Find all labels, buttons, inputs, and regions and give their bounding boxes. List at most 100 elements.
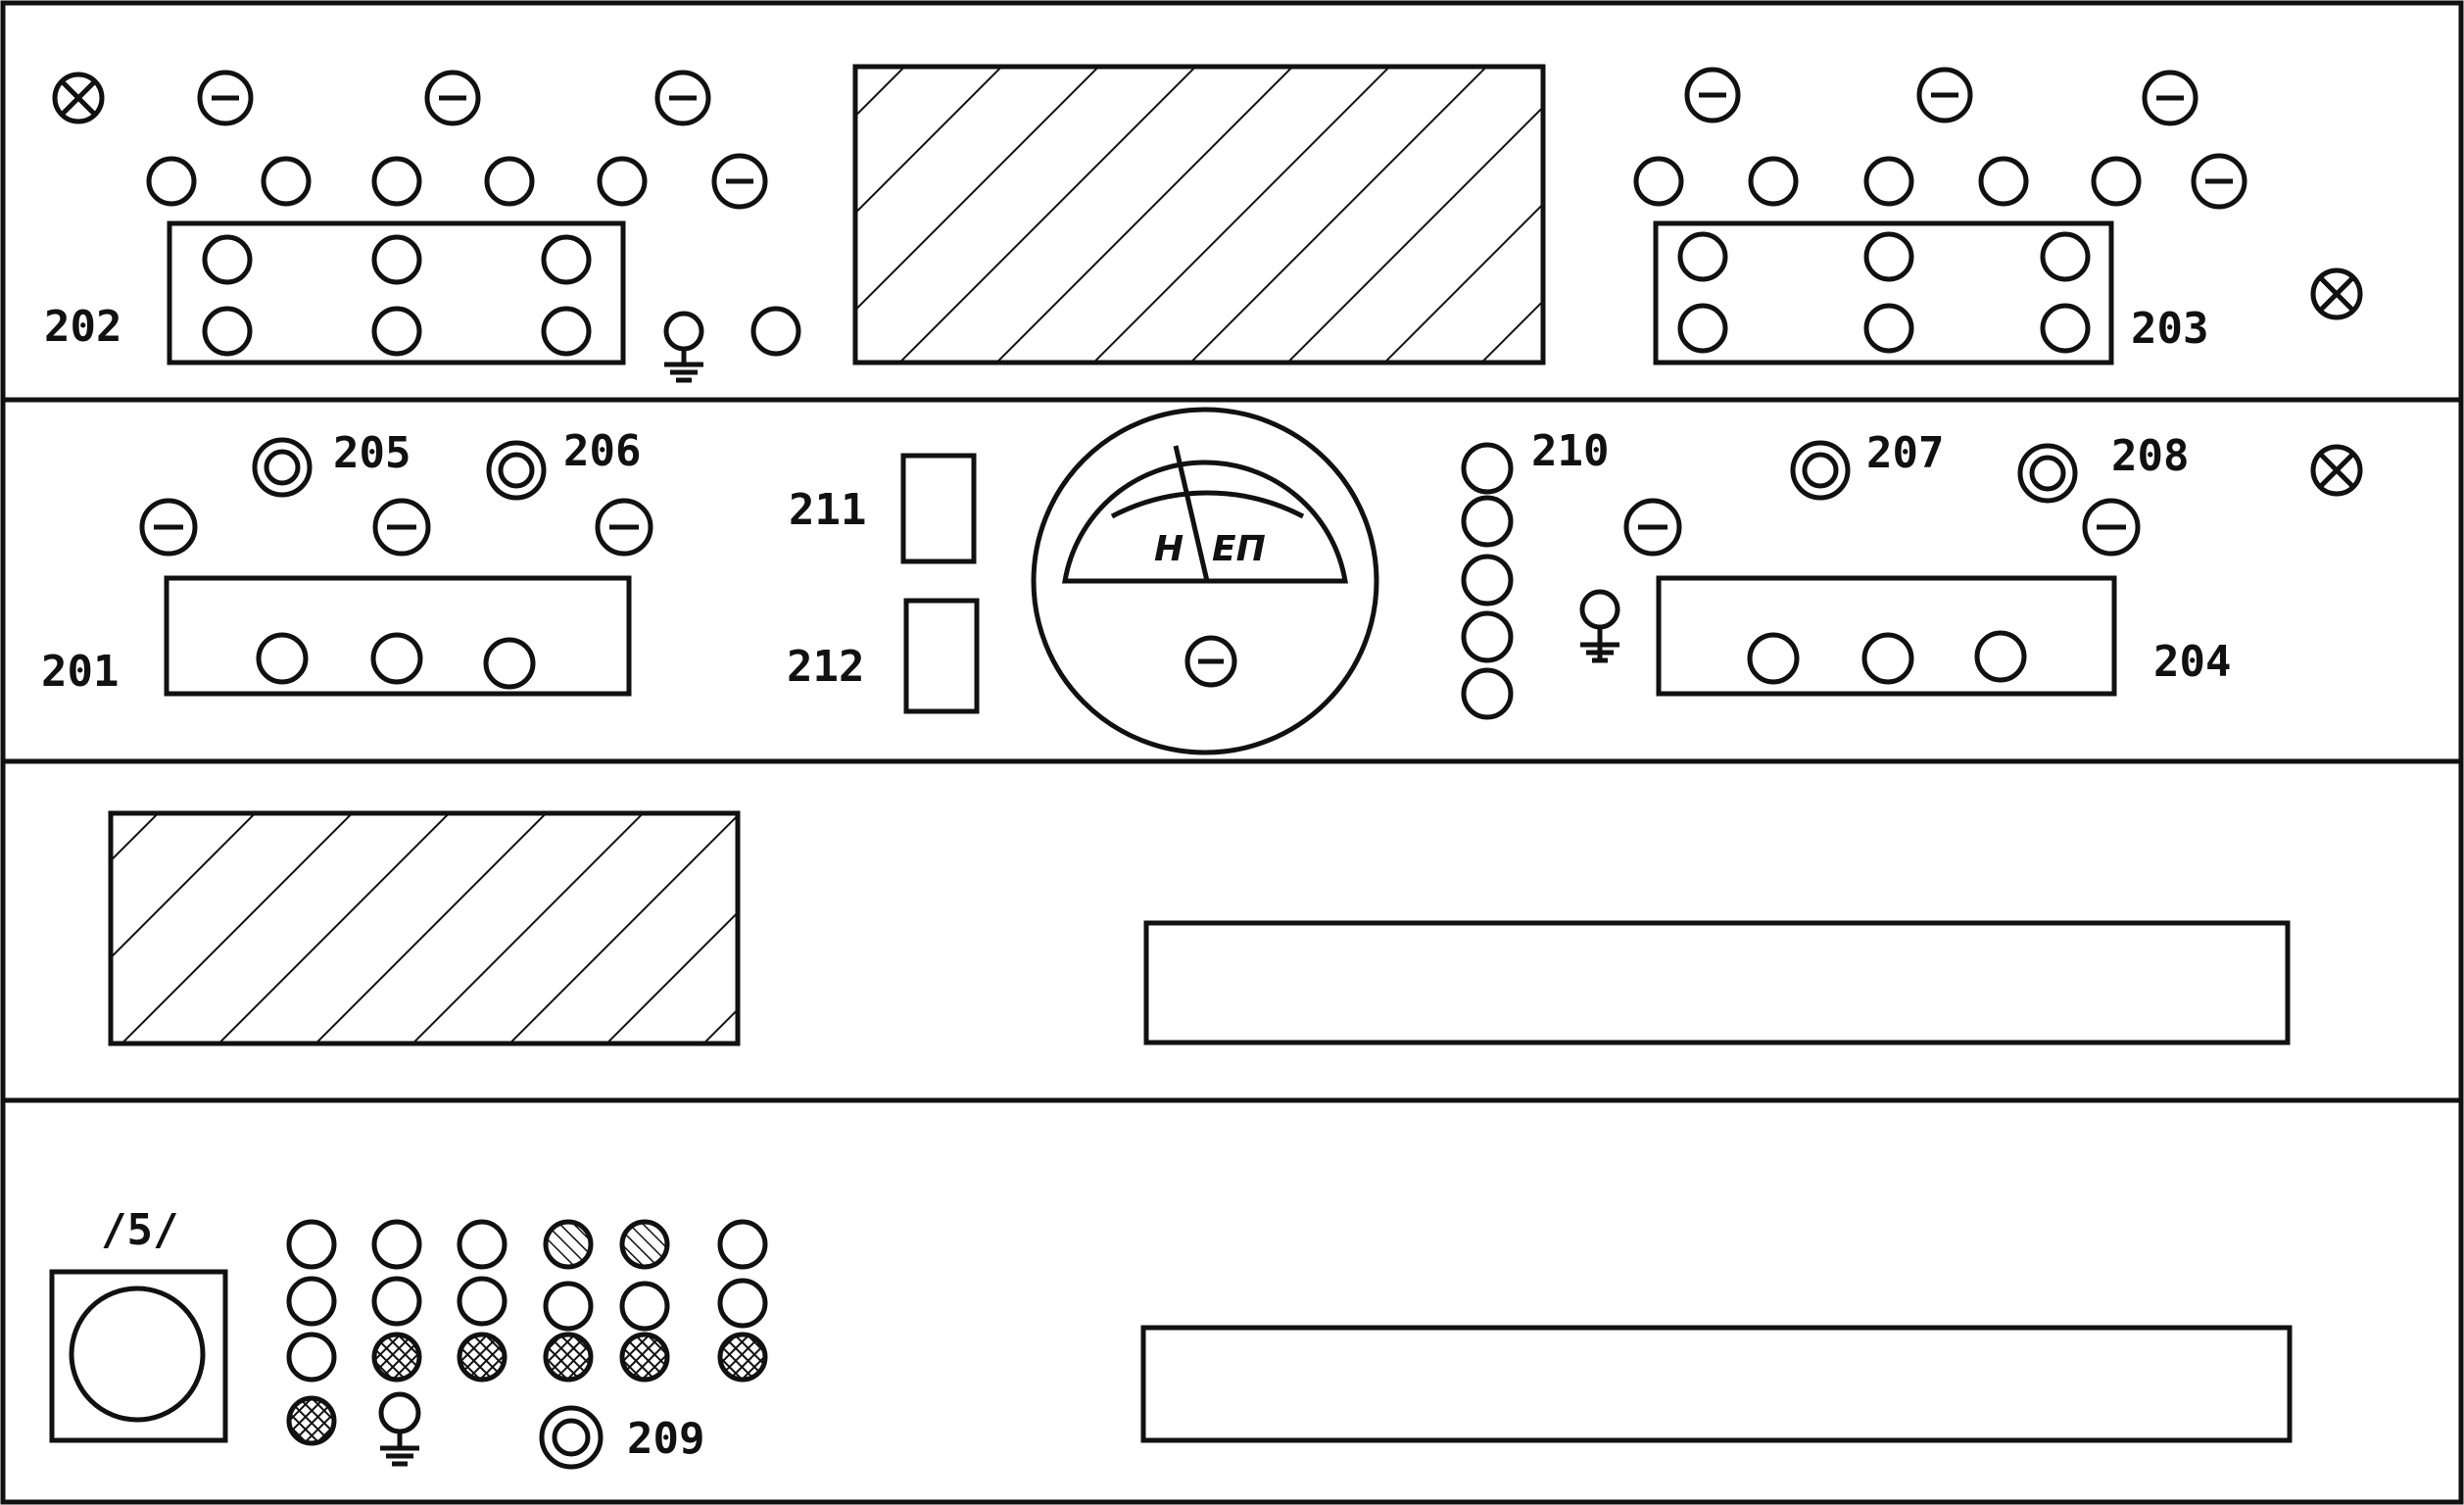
- hatched-panel: [108, 810, 741, 1046]
- lamp-icon: [2310, 444, 2363, 497]
- socket-icon[interactable]: [483, 637, 536, 690]
- label-203: 203: [2131, 304, 2208, 354]
- knob-icon[interactable]: [2191, 153, 2247, 210]
- socket-icon[interactable]: [1747, 632, 1800, 685]
- indicator-212: [903, 598, 980, 714]
- socket-icon[interactable]: [717, 1278, 768, 1329]
- socket-icon[interactable]: [286, 1276, 337, 1327]
- indicator-icon: [457, 1332, 507, 1383]
- indicator-icon: [717, 1332, 768, 1383]
- socket-icon[interactable]: [371, 306, 422, 357]
- hatched-panel: [852, 64, 1546, 365]
- knob-icon[interactable]: [1684, 67, 1741, 123]
- socket-icon[interactable]: [750, 306, 801, 357]
- coax-jack-icon[interactable]: [252, 437, 313, 498]
- label-205: 205: [333, 428, 411, 478]
- socket-icon[interactable]: [370, 632, 423, 685]
- knob-icon[interactable]: [139, 498, 198, 557]
- label-209: 209: [627, 1414, 704, 1464]
- socket-icon[interactable]: [1633, 156, 1684, 207]
- knob-icon[interactable]: [2142, 70, 2198, 126]
- indicator-icon: [371, 1332, 422, 1383]
- socket-grid: [286, 1219, 768, 1446]
- socket-icon[interactable]: [371, 156, 422, 207]
- socket-icon[interactable]: [2091, 156, 2142, 207]
- knob-icon[interactable]: [1623, 498, 1682, 557]
- socket-icon[interactable]: [202, 234, 253, 285]
- socket-icon[interactable]: [457, 1276, 507, 1327]
- indicator-icon: [543, 1332, 594, 1383]
- coax-jack-icon[interactable]: [1790, 440, 1851, 501]
- socket-icon[interactable]: [619, 1281, 670, 1332]
- terminal-block-203: [1653, 220, 2114, 365]
- socket-icon[interactable]: [371, 234, 422, 285]
- label-202: 202: [44, 302, 121, 352]
- indicator-icon: [543, 1219, 594, 1270]
- knob-icon[interactable]: [424, 70, 481, 126]
- socket-icon[interactable]: [1974, 630, 2027, 683]
- ground-icon: [663, 311, 704, 383]
- meter-mark-left: Н: [1154, 529, 1184, 569]
- socket-icon[interactable]: [1863, 156, 1914, 207]
- socket-icon[interactable]: [597, 156, 648, 207]
- socket-icon[interactable]: [717, 1219, 768, 1270]
- socket-icon[interactable]: [1677, 231, 1728, 282]
- socket-icon[interactable]: [371, 1276, 422, 1327]
- knob-icon[interactable]: [372, 498, 431, 557]
- socket-icon[interactable]: [2040, 303, 2091, 354]
- socket-icon[interactable]: [541, 306, 592, 357]
- knob-icon[interactable]: [595, 498, 653, 557]
- socket-row: [146, 156, 648, 207]
- socket-icon[interactable]: [286, 1219, 337, 1270]
- socket-icon[interactable]: [2040, 231, 2091, 282]
- indicator-icon: [619, 1332, 670, 1383]
- terminal-block-201: [164, 575, 632, 697]
- socket-icon[interactable]: [1863, 231, 1914, 282]
- terminal-block-204: [1656, 575, 2117, 697]
- indicator-211: [900, 453, 977, 564]
- socket-icon[interactable]: [1861, 632, 1914, 685]
- socket-icon[interactable]: [457, 1219, 507, 1270]
- socket-icon[interactable]: [1863, 303, 1914, 354]
- socket-icon[interactable]: [1461, 667, 1514, 720]
- socket-icon[interactable]: [1677, 303, 1728, 354]
- socket-icon[interactable]: [261, 156, 312, 207]
- meter: Н ЕП: [1031, 407, 1379, 755]
- socket-icon[interactable]: [286, 1332, 337, 1383]
- knob-icon[interactable]: [1916, 67, 1973, 123]
- socket-icon[interactable]: [1748, 156, 1799, 207]
- socket-icon[interactable]: [1461, 554, 1514, 607]
- socket-icon[interactable]: [371, 1219, 422, 1270]
- knob-icon[interactable]: [1184, 635, 1237, 688]
- knob-icon[interactable]: [2082, 498, 2141, 557]
- label-15: /5/: [101, 1205, 178, 1255]
- meter-needle: [1173, 445, 1210, 582]
- socket-icon[interactable]: [541, 234, 592, 285]
- socket-icon[interactable]: [1978, 156, 2029, 207]
- terminal-block-202: [167, 220, 626, 365]
- meter-mark-right: ЕП: [1212, 529, 1266, 569]
- socket-icon[interactable]: [146, 156, 197, 207]
- socket-icon[interactable]: [202, 306, 253, 357]
- socket-icon[interactable]: [1461, 610, 1514, 663]
- coax-jack-icon[interactable]: [2017, 443, 2078, 504]
- round-window-frame: [49, 1269, 228, 1443]
- coax-jack-icon[interactable]: [539, 1405, 604, 1470]
- lamp-icon: [2310, 267, 2363, 320]
- socket-icon[interactable]: [484, 156, 535, 207]
- coax-jack-icon[interactable]: [486, 440, 547, 501]
- knob-icon[interactable]: [711, 153, 768, 210]
- socket-icon[interactable]: [1461, 442, 1514, 495]
- ground-icon: [378, 1391, 421, 1467]
- round-window: [69, 1286, 206, 1423]
- knob-icon[interactable]: [654, 70, 711, 126]
- socket-icon[interactable]: [1461, 495, 1514, 548]
- socket-icon[interactable]: [256, 632, 309, 685]
- label-212: 212: [787, 642, 864, 692]
- socket-icon[interactable]: [543, 1281, 594, 1332]
- label-201: 201: [41, 647, 119, 697]
- blank-strip-upper: [1143, 920, 2291, 1045]
- knob-icon[interactable]: [197, 70, 254, 126]
